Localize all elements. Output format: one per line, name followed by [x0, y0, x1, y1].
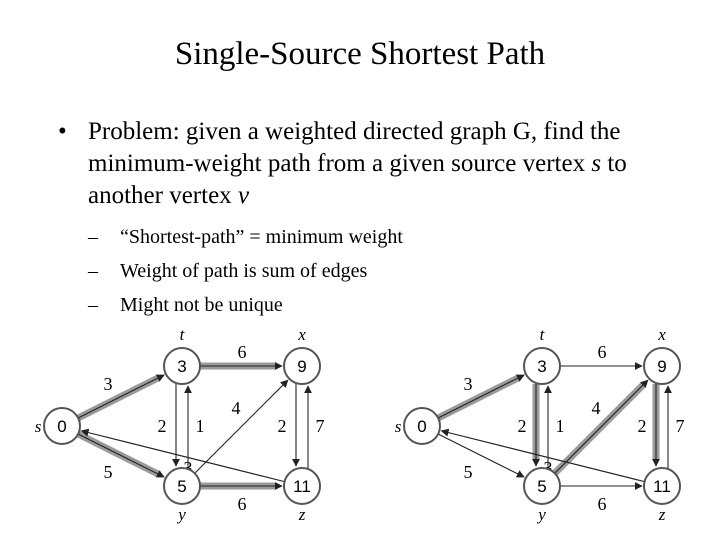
source-vertex-var: s — [591, 150, 602, 177]
edge-weight-t-x: 6 — [238, 342, 247, 362]
vertex-name-s: s — [395, 417, 402, 436]
edge-weight-y-z: 6 — [598, 494, 607, 514]
vertex-s — [43, 407, 81, 445]
sub-bullet-marker: – — [88, 260, 98, 282]
sub-bullet-text: Weight of path is sum of edges — [120, 260, 368, 282]
vertex-name-s: s — [35, 417, 42, 436]
graph-2: 35621427360s3t9x5y11z — [395, 325, 685, 524]
edge-weight-t-y: 2 — [158, 416, 167, 436]
bullet-marker: • — [58, 118, 67, 145]
bullet-text-part: Problem: given a weighted directed graph… — [88, 118, 621, 177]
slide-title: Single-Source Shortest Path — [174, 36, 546, 72]
vertex-name-t: t — [180, 325, 186, 344]
sub-bullet-marker: – — [88, 226, 98, 248]
sub-bullet-shortest-path: – “Shortest-path” = minimum weight — [88, 220, 698, 254]
vertex-y — [523, 467, 561, 505]
vertex-name-z: z — [658, 505, 666, 524]
edge-s-y — [437, 433, 525, 478]
vertex-name-x: x — [657, 325, 666, 344]
edge-weight-y-x: 4 — [592, 398, 601, 418]
edge-weight-x-z: 2 — [278, 416, 287, 436]
vertex-name-x: x — [297, 325, 306, 344]
vertex-distance-y: 5 — [177, 477, 186, 496]
bullet-problem: • Problem: given a weighted directed gra… — [58, 116, 698, 212]
vertex-distance-x: 9 — [657, 357, 666, 376]
edge-y-x — [554, 379, 649, 474]
edge-weight-t-y: 2 — [518, 416, 527, 436]
sub-bullet-list: – “Shortest-path” = minimum weight – Wei… — [58, 220, 698, 322]
vertex-distance-s: 0 — [57, 417, 66, 436]
vertex-y — [163, 467, 201, 505]
vertex-name-t: t — [540, 325, 546, 344]
sub-bullet-marker: – — [88, 294, 98, 316]
vertex-x — [283, 347, 321, 385]
vertex-t — [523, 347, 561, 385]
vertex-name-y: y — [536, 505, 546, 524]
edge-weight-s-t: 3 — [464, 374, 473, 394]
vertex-name-z: z — [298, 505, 306, 524]
sub-bullet-weight-sum: – Weight of path is sum of edges — [88, 254, 698, 288]
bullet-list: • Problem: given a weighted directed gra… — [58, 116, 698, 322]
sub-bullet-text: “Shortest-path” = minimum weight — [120, 226, 403, 248]
edge-weight-s-y: 5 — [104, 462, 113, 482]
edge-s-t — [77, 374, 165, 419]
edge-weight-y-z: 6 — [238, 494, 247, 514]
vertex-z — [643, 467, 681, 505]
edge-z-s — [80, 428, 285, 483]
edge-weight-z-x: 7 — [316, 416, 325, 436]
vertex-distance-y: 5 — [537, 477, 546, 496]
edge-weight-y-x: 4 — [232, 398, 241, 418]
vertex-t — [163, 347, 201, 385]
edge-weight-s-y: 5 — [464, 462, 473, 482]
vertex-s — [403, 407, 441, 445]
sub-bullet-text: Might not be unique — [120, 294, 283, 316]
edge-weight-y-t: 1 — [556, 416, 565, 436]
vertex-distance-s: 0 — [417, 417, 426, 436]
edge-weight-z-x: 7 — [676, 416, 685, 436]
edge-s-y — [77, 433, 165, 478]
edge-y-x — [194, 379, 289, 474]
edge-weight-t-x: 6 — [598, 342, 607, 362]
vertex-name-y: y — [176, 505, 186, 524]
target-vertex-var: v — [237, 182, 250, 209]
vertex-x — [643, 347, 681, 385]
vertex-distance-z: 11 — [293, 477, 311, 496]
bullet-text-part: to another vertex — [88, 150, 627, 209]
sub-bullet-not-unique: – Might not be unique — [88, 288, 698, 322]
vertex-distance-t: 3 — [537, 357, 546, 376]
edge-s-t — [437, 374, 525, 419]
graph-1: 35621427360s3t9x5y11z — [35, 325, 325, 524]
edge-z-s — [440, 428, 645, 483]
vertex-z — [283, 467, 321, 505]
edge-weight-y-t: 1 — [196, 416, 205, 436]
vertex-distance-t: 3 — [177, 357, 186, 376]
edge-weight-x-z: 2 — [638, 416, 647, 436]
vertex-distance-x: 9 — [297, 357, 306, 376]
vertex-distance-z: 11 — [653, 477, 671, 496]
edge-weight-s-t: 3 — [104, 374, 113, 394]
